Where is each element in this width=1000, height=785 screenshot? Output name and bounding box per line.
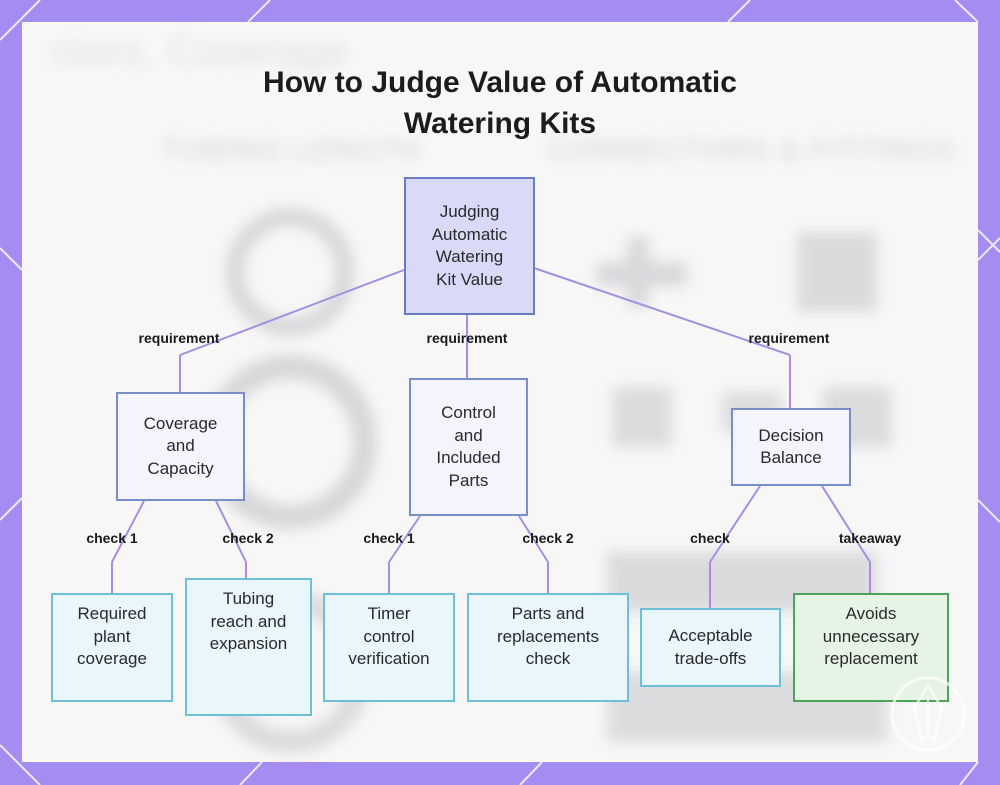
edge-root-decision [533, 267, 791, 356]
node-decision-balance: Decision Balance [731, 408, 851, 486]
edge-label-takeaway: takeaway [838, 530, 902, 546]
node-root: Judging Automatic Watering Kit Value [404, 177, 535, 315]
node-coverage-capacity: Coverage and Capacity [116, 392, 245, 501]
node-acceptable-tradeoffs: Acceptable trade-offs [640, 608, 781, 687]
edge-coverage-tubing-1 [215, 500, 247, 563]
edge-coverage-required-1 [111, 500, 145, 563]
node-tubing-reach: Tubing reach and expansion [185, 578, 312, 716]
ghost-text-1: ctors, Coverage [52, 30, 350, 74]
edge-label-requirement-2: requirement [426, 330, 508, 346]
edge-label-check-1a: check 1 [86, 530, 138, 546]
ghost-text-2: TUBING LENGTH [162, 134, 422, 167]
edge-label-check: check [690, 530, 730, 546]
node-parts-replacements: Parts and replacements check [467, 593, 629, 702]
edge-label-check-2b: check 2 [522, 530, 574, 546]
edge-control-parts-1 [518, 515, 549, 563]
diagram-title: How to Judge Value of Automatic Watering… [263, 66, 737, 140]
node-required-plant-coverage: Required plant coverage [51, 593, 173, 702]
edge-root-coverage [179, 269, 405, 356]
ghost-text-3: CONNECTORS & FITTINGS [547, 134, 956, 167]
node-avoids-replacement: Avoids unnecessary replacement [793, 593, 949, 702]
node-control-parts: Control and Included Parts [409, 378, 528, 516]
node-timer-control: Timer control verification [323, 593, 455, 702]
edge-decision-tradeoffs-1 [709, 485, 761, 563]
edge-control-timer-1 [388, 515, 421, 563]
edge-label-requirement-3: requirement [748, 330, 830, 346]
edge-label-check-2a: check 2 [222, 530, 274, 546]
edge-label-check-1b: check 1 [363, 530, 415, 546]
watermark-logo-icon [890, 676, 966, 752]
edge-label-requirement-1: requirement [138, 330, 220, 346]
diagram-card: ctors, Coverage TUBING LENGTH CONNECTORS… [22, 22, 978, 762]
edge-decision-avoids-1 [821, 485, 871, 563]
diagram-connectors [111, 267, 871, 608]
